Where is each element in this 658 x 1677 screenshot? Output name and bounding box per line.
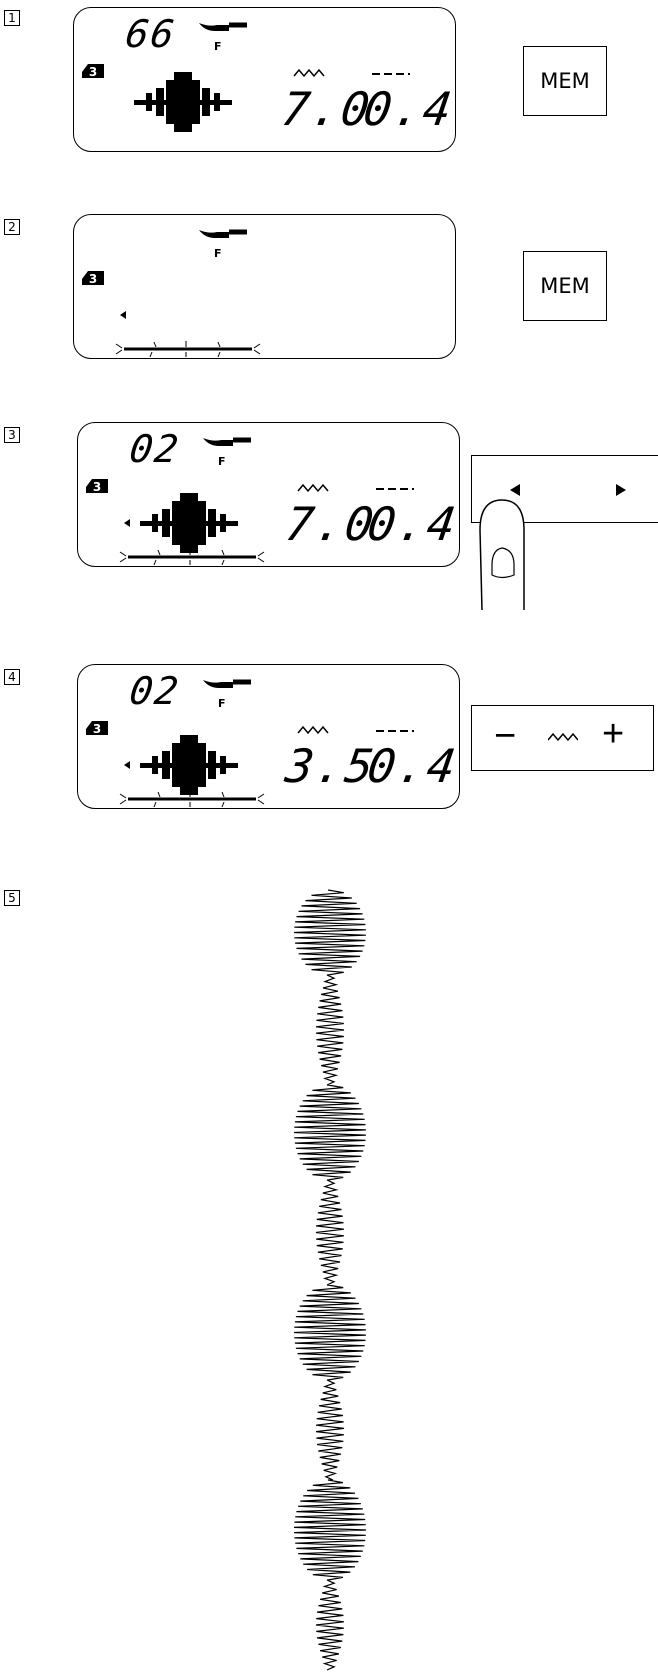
lcd-display: F 3 xyxy=(73,214,456,359)
foot-letter: F xyxy=(214,247,222,260)
satin-stitch-pattern-icon xyxy=(140,735,238,795)
presser-foot-icon xyxy=(203,437,251,446)
cursor-left-icon xyxy=(124,519,130,527)
step-number: 4 xyxy=(4,669,20,685)
cursor-key-panel xyxy=(471,455,658,523)
step-number: 2 xyxy=(4,219,20,235)
lcd-display: 02 F 3 xyxy=(77,664,461,809)
step-2: 2 F 3 MEM xyxy=(0,207,658,367)
stitch-length-value: 0.4 xyxy=(364,497,461,551)
lcd-graphics: F 3 xyxy=(86,437,414,566)
cursor-left-icon xyxy=(120,311,126,319)
svg-text:3: 3 xyxy=(89,65,97,79)
foot-letter: F xyxy=(214,40,222,53)
stitch-width-icon xyxy=(548,732,578,742)
memory-3-icon: 3 xyxy=(82,64,104,79)
lcd-graphics: F 3 xyxy=(82,229,261,358)
left-arrow-key-icon xyxy=(510,484,520,496)
foot-letter: F xyxy=(218,455,226,468)
satin-stitch-pattern-icon xyxy=(140,493,238,553)
memory-3-icon: 3 xyxy=(82,271,104,286)
mem-button[interactable]: MEM xyxy=(523,46,607,116)
lcd-display: 02 F 3 xyxy=(77,422,461,567)
step-number: 5 xyxy=(4,890,20,906)
svg-text:3: 3 xyxy=(93,722,101,736)
cursor-left-icon xyxy=(124,761,130,769)
svg-text:3: 3 xyxy=(89,272,97,286)
stitch-length-value: 0.4 xyxy=(360,82,457,136)
lcd-graphics: F 3 xyxy=(82,22,410,132)
memory-3-icon: 3 xyxy=(86,721,108,736)
satin-stitch-pattern-icon xyxy=(134,72,232,132)
width-minus-button[interactable]: − xyxy=(494,715,517,757)
step-5: 5 xyxy=(0,880,658,1677)
step-number: 3 xyxy=(4,427,20,443)
step-1: 1 66 F 3 xyxy=(0,0,658,160)
memory-bar-icon xyxy=(119,791,265,808)
finger-pressing-icon xyxy=(479,499,525,610)
satin-stitch-line xyxy=(293,889,367,1671)
svg-text:3: 3 xyxy=(93,480,101,494)
memory-3-icon: 3 xyxy=(86,479,108,494)
stitch-width-icon xyxy=(297,483,329,493)
width-adjust-panel: − + xyxy=(471,705,654,771)
stitch-width-icon xyxy=(297,725,329,735)
right-arrow-key-icon xyxy=(616,484,626,496)
lcd-display: 66 F 3 xyxy=(73,7,457,152)
presser-foot-icon xyxy=(199,22,247,31)
width-plus-button[interactable]: + xyxy=(602,713,625,755)
cursor-keys xyxy=(510,484,626,496)
mem-button[interactable]: MEM xyxy=(523,251,607,321)
stitch-width-icon xyxy=(293,68,325,78)
memory-bar-icon xyxy=(115,341,261,358)
step-4: 4 02 F 3 xyxy=(0,657,658,817)
memory-bar-icon xyxy=(119,549,265,566)
step-3: 3 02 F 3 xyxy=(0,415,658,610)
lcd-graphics: F 3 xyxy=(86,679,414,808)
stitch-length-value: 0.4 xyxy=(364,739,461,793)
step-number: 1 xyxy=(4,10,20,26)
presser-foot-icon xyxy=(199,229,247,238)
presser-foot-icon xyxy=(203,679,251,688)
stitch-sample-illustration xyxy=(293,889,367,1671)
foot-letter: F xyxy=(218,697,226,710)
